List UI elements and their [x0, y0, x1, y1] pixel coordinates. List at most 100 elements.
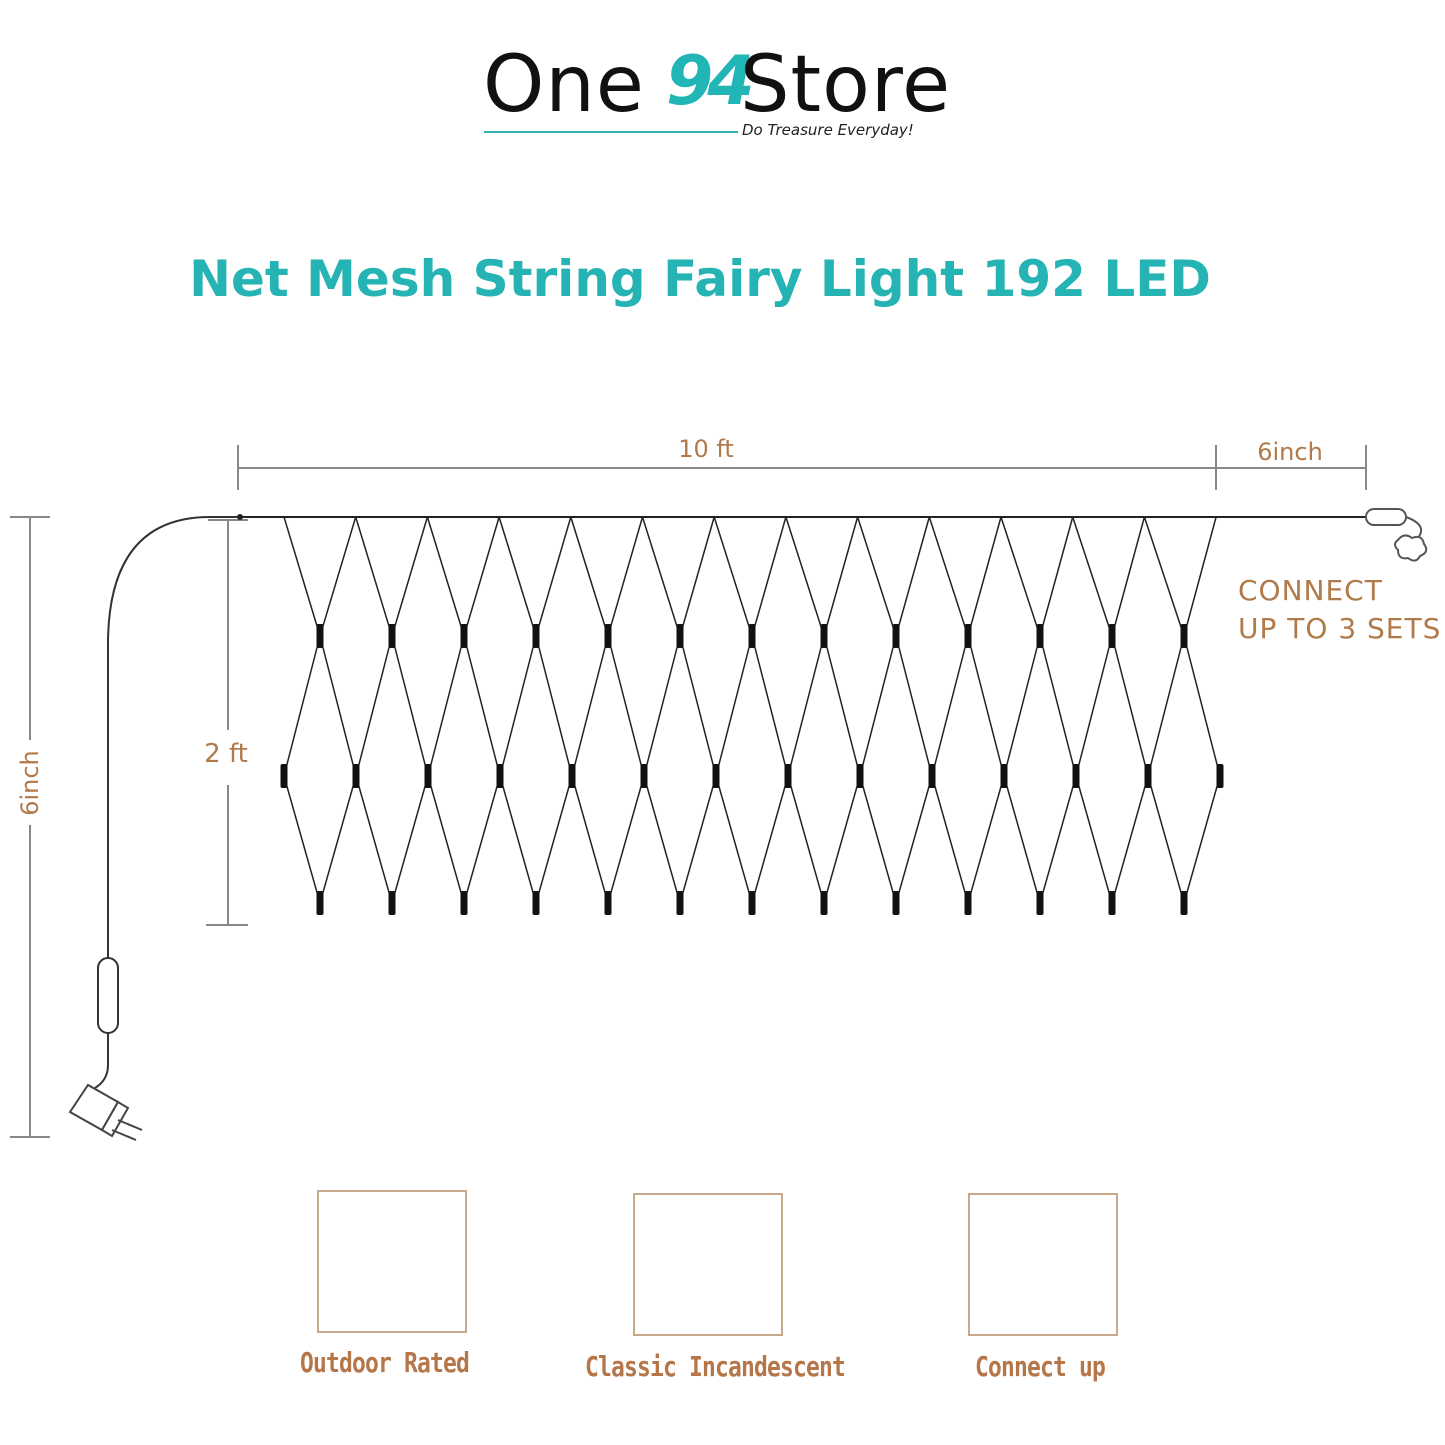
led-bulb	[460, 891, 468, 915]
lead-right-label: 6inch	[1257, 438, 1323, 466]
mesh-wire	[751, 635, 789, 777]
mesh-wire	[1143, 516, 1185, 637]
led-bulb	[532, 624, 540, 648]
mesh-wire	[967, 516, 1002, 637]
feature-label-connect: Connect up	[975, 1350, 1106, 1383]
mesh-wire	[283, 635, 321, 777]
mesh-wire	[283, 516, 321, 637]
mesh-wire	[751, 516, 787, 637]
product-title: Net Mesh String Fairy Light 192 LED	[189, 250, 1211, 308]
mesh-wire	[1183, 635, 1221, 777]
plug-icon	[68, 1083, 143, 1141]
led-bulb	[496, 764, 504, 788]
mesh-wire	[463, 635, 501, 777]
led-bulb	[640, 764, 648, 788]
height-dimension	[206, 519, 248, 926]
mesh-wire	[1075, 775, 1113, 904]
mesh-wire	[354, 516, 393, 637]
mesh-wire	[785, 516, 825, 637]
mesh-wire	[535, 775, 573, 904]
mesh-wire	[1111, 516, 1146, 637]
mesh-wire	[427, 635, 465, 777]
led-bulb	[676, 891, 684, 915]
led-bulb	[820, 891, 828, 915]
led-bulb	[964, 891, 972, 915]
mesh-wire	[391, 635, 429, 777]
brand-logo: One 94 Store Do Treasure Everyday!	[0, 40, 1445, 150]
feature-label-outdoor: Outdoor Rated	[300, 1346, 470, 1379]
mesh-wire	[823, 516, 859, 637]
logo-text-one: One	[483, 40, 645, 130]
led-bulb	[1180, 891, 1188, 915]
led-bulb	[676, 624, 684, 648]
led-bulb	[1108, 624, 1116, 648]
mesh-wire	[823, 635, 861, 777]
led-bulb	[316, 891, 324, 915]
mesh-wire	[713, 516, 753, 637]
mesh-wire	[856, 516, 897, 637]
mesh-wire	[859, 775, 897, 904]
mesh-wire	[571, 775, 609, 904]
led-bulb	[964, 624, 972, 648]
mesh-wire	[1183, 775, 1221, 904]
led-bulb	[784, 764, 792, 788]
mesh-wire	[751, 775, 789, 904]
led-bulb	[1000, 764, 1008, 788]
mesh-wire	[426, 516, 465, 637]
led-bulb	[424, 764, 432, 788]
wire-start-dot	[237, 514, 243, 520]
mesh-wire	[1003, 635, 1041, 777]
mesh-wire	[1147, 775, 1185, 904]
mesh-wire	[1039, 775, 1077, 904]
mesh-wire	[895, 775, 933, 904]
led-bulb	[712, 764, 720, 788]
led-bulb	[532, 891, 540, 915]
mesh-wire	[1039, 635, 1077, 777]
lead-left-label: 6inch	[16, 750, 44, 816]
power-cord	[94, 516, 238, 1089]
mesh-wire	[607, 775, 645, 904]
mesh-wire	[895, 635, 933, 777]
connect-note-line1: CONNECT	[1238, 574, 1383, 607]
mesh-wire	[931, 775, 969, 904]
mesh-wire	[499, 775, 537, 904]
lead-left-dimension	[10, 516, 50, 1138]
mesh-wire	[931, 635, 969, 777]
led-bulb	[568, 764, 576, 788]
led-bulb	[460, 624, 468, 648]
logo-tagline: Do Treasure Everyday!	[742, 121, 914, 139]
mesh-wire	[355, 775, 393, 904]
mesh-wire	[283, 775, 321, 904]
mesh-wire	[570, 516, 609, 637]
mesh-wire	[1183, 516, 1217, 637]
mesh-wire	[1003, 775, 1041, 904]
mesh-wire	[1071, 516, 1113, 637]
led-bulb	[388, 624, 396, 648]
feature-box-connect	[968, 1193, 1118, 1336]
led-bulb	[1144, 764, 1152, 788]
led-bulb	[388, 891, 396, 915]
mesh-wire	[535, 516, 572, 637]
mesh-wire	[1111, 775, 1149, 904]
mesh-wire	[679, 516, 715, 637]
led-bulb	[1072, 764, 1080, 788]
led-bulb	[748, 624, 756, 648]
mesh-wire	[823, 775, 861, 904]
logo-text-94: 94	[666, 42, 755, 121]
mesh-wire	[967, 775, 1005, 904]
led-bulb	[604, 891, 612, 915]
logo-text-store: Store	[740, 40, 952, 130]
led-bulb	[892, 624, 900, 648]
mesh-wire	[1147, 635, 1185, 777]
light-mesh	[280, 516, 1224, 915]
mesh-wire	[319, 635, 357, 777]
mesh-wire	[571, 635, 609, 777]
mesh-wire	[1075, 635, 1113, 777]
mesh-wire	[643, 775, 681, 904]
led-bulb	[316, 624, 324, 648]
mesh-wire	[319, 775, 357, 904]
mesh-wire	[1000, 516, 1041, 637]
mesh-wire	[1039, 516, 1074, 637]
logo-underline	[484, 131, 738, 133]
